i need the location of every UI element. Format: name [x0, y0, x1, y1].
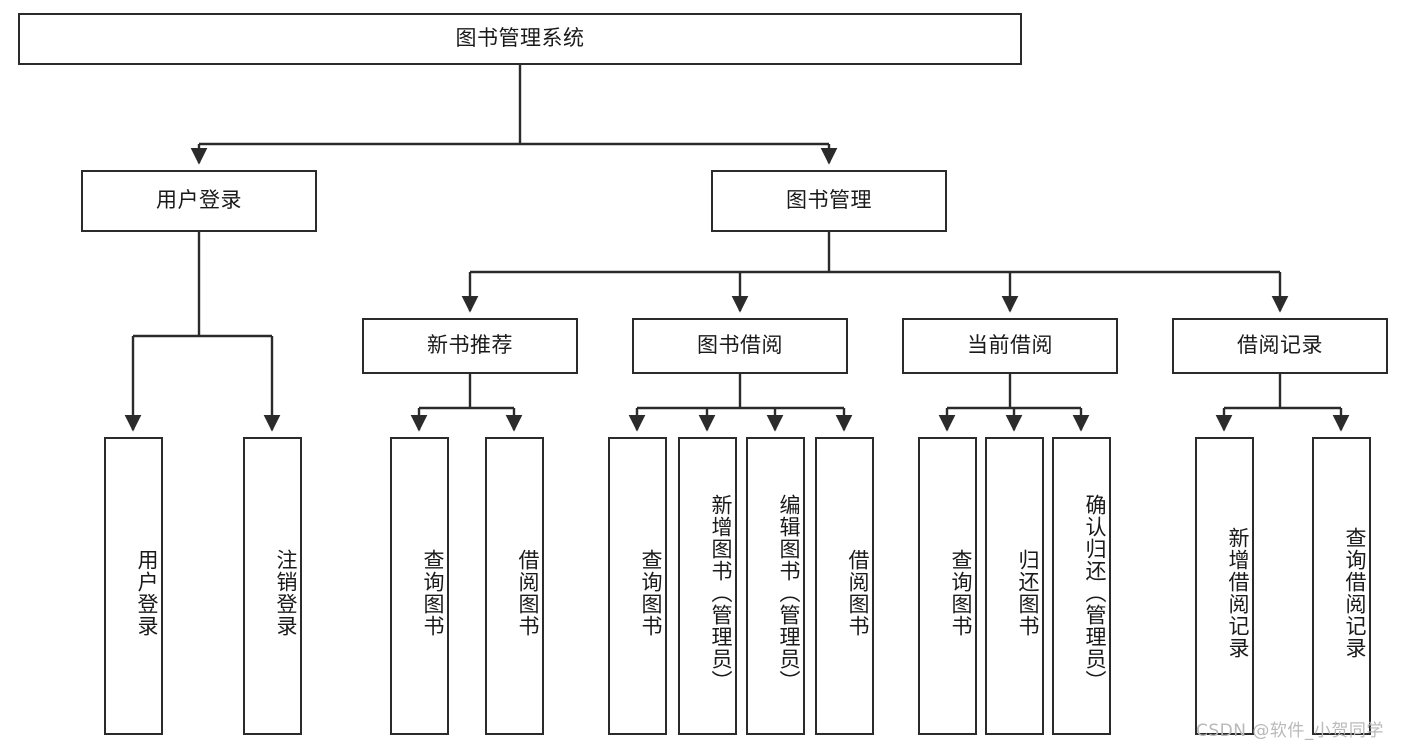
node-new-book-recommend[interactable]: 新书推荐: [362, 318, 578, 374]
node-root[interactable]: 图书管理系统: [18, 13, 1022, 65]
node-user-login[interactable]: 用户登录: [81, 170, 317, 232]
leaf-edit-book-admin[interactable]: 编辑图书（管理员）: [746, 437, 805, 735]
leaf-borrow-book[interactable]: 借阅图书: [815, 437, 874, 735]
node-book-management[interactable]: 图书管理: [711, 170, 947, 232]
leaf-query-book-borrow[interactable]: 查询图书: [608, 437, 667, 735]
node-book-borrow[interactable]: 图书借阅: [632, 318, 848, 374]
leaf-logout[interactable]: 注销登录: [243, 437, 302, 735]
leaf-add-book-admin[interactable]: 新增图书（管理员）: [678, 437, 737, 735]
csdn-watermark: CSDN @软件_小贺同学: [1196, 721, 1384, 741]
leaf-confirm-return-admin[interactable]: 确认归还（管理员）: [1052, 437, 1111, 735]
leaf-borrow-book-newbook[interactable]: 借阅图书: [485, 437, 544, 735]
leaf-query-book-current[interactable]: 查询图书: [918, 437, 977, 735]
leaf-query-book-newbook[interactable]: 查询图书: [390, 437, 449, 735]
leaf-add-borrow-record[interactable]: 新增借阅记录: [1195, 437, 1254, 735]
node-current-borrow[interactable]: 当前借阅: [902, 318, 1118, 374]
leaf-query-borrow-record[interactable]: 查询借阅记录: [1312, 437, 1371, 735]
leaf-user-login[interactable]: 用户登录: [104, 437, 163, 735]
leaf-return-book[interactable]: 归还图书: [985, 437, 1044, 735]
node-borrow-record[interactable]: 借阅记录: [1172, 318, 1388, 374]
